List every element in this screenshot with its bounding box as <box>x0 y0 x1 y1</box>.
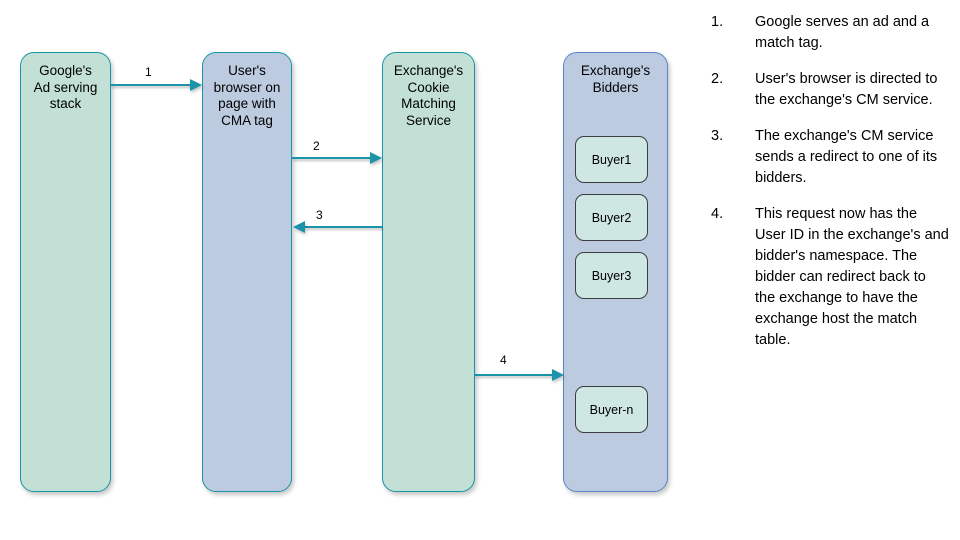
arrow-3-label: 3 <box>316 208 323 222</box>
arrow-2-label: 2 <box>313 139 320 153</box>
arrow-1-line <box>111 84 191 87</box>
buyer-chip-label: Buyer-n <box>589 403 634 417</box>
buyer-chip-1[interactable]: Buyer1 <box>575 136 648 183</box>
lane-label: Exchange's Bidders <box>580 63 651 95</box>
arrow-4-head-icon <box>552 368 564 381</box>
buyer-chip-label: Buyer2 <box>591 211 632 225</box>
lane-google-ad-serving-stack: Google's Ad serving stack <box>20 52 111 492</box>
legend-item-number: 4. <box>711 206 724 222</box>
arrow-3-line <box>305 226 382 229</box>
lane-label: Exchange's Cookie Matching Service <box>393 63 464 128</box>
legend-item-number: 3. <box>711 128 724 144</box>
lane-label: Google's Ad serving stack <box>33 63 98 111</box>
lane-users-browser: User's browser on page with CMA tag <box>202 52 292 492</box>
legend-item-3: 3. The exchange's CM service sends a red… <box>705 126 950 189</box>
legend-item-text: Google serves an ad and a match tag. <box>755 14 930 51</box>
legend-item-2: 2. User's browser is directed to the exc… <box>705 69 950 111</box>
arrow-2-head-icon <box>370 151 382 164</box>
buyer-chip-label: Buyer1 <box>591 153 632 167</box>
arrow-3-head-icon <box>293 220 305 233</box>
lane-label: User's browser on page with CMA tag <box>213 63 281 128</box>
buyer-chip-2[interactable]: Buyer2 <box>575 194 648 241</box>
arrow-4-label: 4 <box>500 353 507 367</box>
arrow-2-line <box>292 157 371 160</box>
legend-list: 1. Google serves an ad and a match tag. … <box>705 12 950 366</box>
legend-item-4: 4. This request now has the User ID in t… <box>705 204 950 351</box>
arrow-4-line <box>475 374 553 377</box>
arrow-1-label: 1 <box>145 65 152 79</box>
legend-item-1: 1. Google serves an ad and a match tag. <box>705 12 950 54</box>
lane-exchange-cookie-matching-service: Exchange's Cookie Matching Service <box>382 52 475 492</box>
legend-item-text: This request now has the User ID in the … <box>755 206 949 348</box>
legend-item-number: 2. <box>711 71 724 87</box>
buyer-chip-n[interactable]: Buyer-n <box>575 386 648 433</box>
buyer-chip-3[interactable]: Buyer3 <box>575 252 648 299</box>
legend-item-number: 1. <box>711 14 724 30</box>
legend-item-text: User's browser is directed to the exchan… <box>755 71 938 108</box>
buyer-chip-label: Buyer3 <box>591 269 632 283</box>
arrow-1-head-icon <box>190 78 202 91</box>
legend-item-text: The exchange's CM service sends a redire… <box>755 128 938 186</box>
